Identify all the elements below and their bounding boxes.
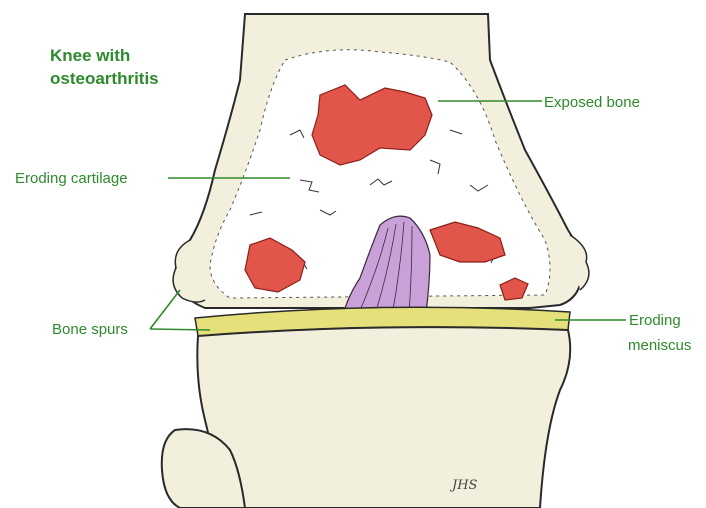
tibia bbox=[197, 327, 570, 508]
leader-bone-spurs-1 bbox=[150, 290, 180, 329]
label-eroding-cartilage: Eroding cartilage bbox=[15, 171, 128, 186]
leader-bone-spurs-2 bbox=[150, 329, 210, 330]
title-line-2: osteoarthritis bbox=[50, 67, 159, 90]
label-exposed-bone: Exposed bone bbox=[544, 95, 640, 110]
artist-signature: JHS bbox=[452, 478, 477, 493]
diagram-title: Knee with osteoarthritis bbox=[50, 44, 159, 90]
title-line-1: Knee with bbox=[50, 44, 159, 67]
label-eroding-meniscus-line2: meniscus bbox=[628, 338, 691, 353]
label-bone-spurs: Bone spurs bbox=[52, 322, 128, 337]
label-eroding-meniscus-line1: Eroding bbox=[629, 313, 681, 328]
